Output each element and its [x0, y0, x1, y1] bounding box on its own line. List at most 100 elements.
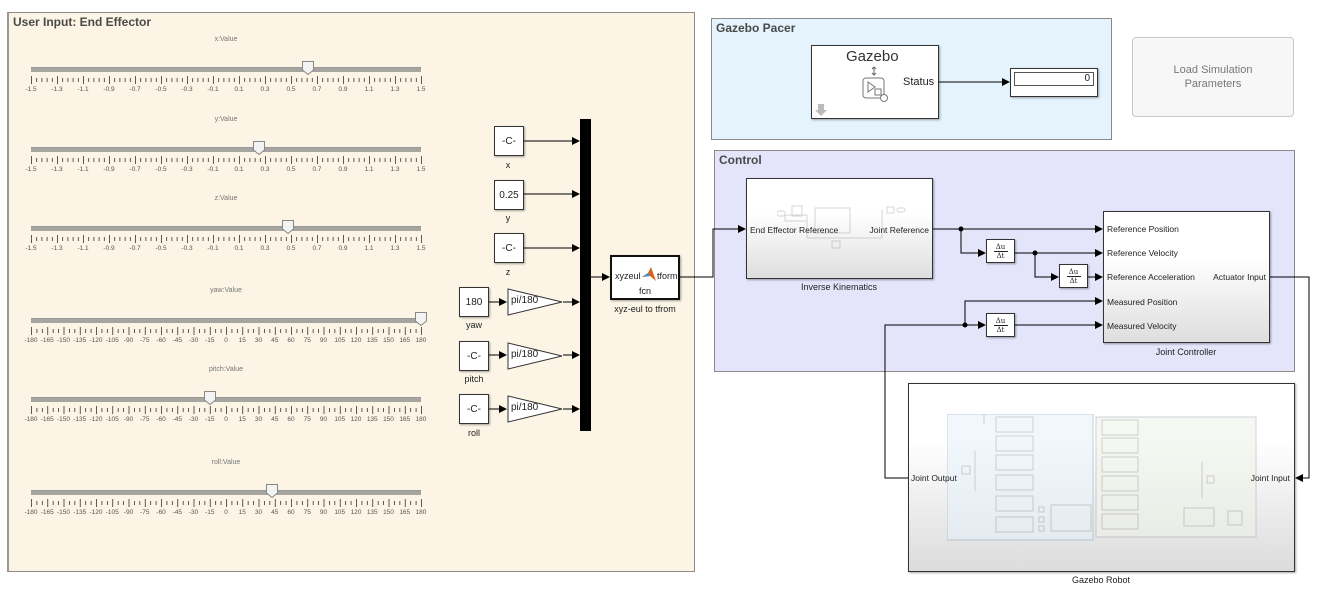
tick-label: -15 [205, 416, 215, 423]
slider-track[interactable] [31, 67, 421, 72]
tick-label: -105 [105, 416, 119, 423]
constant-block-roll[interactable]: -C- [459, 394, 489, 424]
tick-label: 135 [366, 337, 378, 344]
gain-block-roll[interactable]: pi/180 [507, 395, 563, 423]
tick-label: -165 [40, 509, 54, 516]
slider-thumb[interactable] [203, 391, 216, 405]
tick-label: -60 [156, 337, 166, 344]
tick-label: -105 [105, 337, 119, 344]
tick-label: 180 [415, 337, 427, 344]
subsystem-preview-icon [777, 205, 906, 249]
constant-block-y[interactable]: 0.25 [494, 180, 524, 210]
constant-caption: yaw [465, 320, 483, 330]
fcn-name: fcn [639, 286, 652, 296]
tick-label: 60 [287, 416, 295, 423]
status-display-block[interactable]: 0 [1010, 68, 1098, 97]
tick-label: -60 [156, 416, 166, 423]
tick-label: 1.1 [364, 86, 374, 93]
tick-label: 15 [238, 509, 246, 516]
tick-label: -0.7 [129, 245, 141, 252]
tick-label: -0.7 [129, 86, 141, 93]
tick-label: 90 [319, 337, 328, 344]
tick-label: 30 [254, 509, 263, 516]
tick-label: 0.3 [260, 245, 270, 252]
tick-label: -0.9 [103, 245, 115, 252]
gazebo-pacer-icon [862, 66, 888, 102]
jc-caption: Joint Controller [1155, 347, 1217, 357]
tick-label: 45 [271, 509, 279, 516]
slider-thumb[interactable] [415, 312, 427, 326]
slider-thumb[interactable] [252, 141, 265, 155]
constant-block-z[interactable]: -C- [494, 233, 524, 263]
slider-label: z:Value [214, 195, 238, 202]
gazebo-pacer-block[interactable]: Gazebo Status [811, 45, 939, 119]
tick-label: -0.5 [155, 245, 167, 252]
tick-label: 105 [334, 509, 346, 516]
slider-thumb[interactable] [301, 61, 314, 75]
load-button-line1: Load Simulation [1173, 64, 1253, 76]
tick-label: 0.5 [286, 245, 296, 252]
tick-label: 75 [303, 416, 311, 423]
tick-label: -180 [24, 416, 38, 423]
fraction-bar [993, 324, 1008, 326]
mux-block[interactable] [580, 119, 591, 431]
constant-caption: x [505, 160, 511, 170]
tick-label: 120 [350, 509, 362, 516]
tick-label: -90 [123, 416, 134, 423]
tick-label: 0.7 [312, 86, 322, 93]
slider-track[interactable] [31, 490, 421, 495]
tick-label: -1.1 [77, 166, 89, 173]
tick-label: -1.5 [25, 166, 37, 173]
slider-track[interactable] [31, 397, 421, 402]
fraction-bar [993, 250, 1008, 252]
tick-label: -0.3 [181, 166, 193, 173]
slider-ticks [31, 156, 422, 164]
slider-track[interactable] [31, 318, 421, 323]
slider-label: y:Value [214, 116, 238, 123]
constant-block-pitch[interactable]: -C- [459, 341, 489, 371]
constant-block-yaw[interactable]: 180 [459, 287, 489, 317]
gain-block-yaw[interactable]: pi/180 [507, 288, 563, 316]
tick-label: 45 [271, 416, 279, 423]
joint-controller-block[interactable]: Reference Position Reference Velocity Re… [1103, 211, 1270, 343]
constant-value: -C- [502, 242, 516, 254]
slider-track[interactable] [31, 147, 421, 152]
slider-track[interactable] [31, 226, 421, 231]
tick-label: 75 [303, 509, 311, 516]
display-value: 0 [1014, 72, 1094, 86]
tick-label: -75 [140, 337, 150, 344]
tick-label: -60 [156, 509, 166, 516]
tick-label: 150 [383, 416, 394, 423]
matlab-logo-icon [642, 267, 656, 281]
gain-value: pi/180 [511, 349, 539, 360]
tick-label: -0.3 [181, 245, 193, 252]
tick-label: -120 [89, 509, 103, 516]
tick-label: 15 [238, 337, 246, 344]
gazebo-robot-block[interactable]: Joint Output Joint Input [908, 383, 1295, 572]
robot-input-port: Joint Input [1250, 473, 1290, 483]
constant-block-x[interactable]: -C- [494, 126, 524, 156]
slider-ticks [31, 235, 422, 243]
matlab-function-block[interactable]: xyzeul tform fcn [610, 255, 680, 300]
ik-input-port: End Effector Reference [750, 225, 839, 235]
tick-label: 135 [366, 509, 378, 516]
tick-label: -150 [56, 509, 71, 516]
tick-label: -120 [89, 416, 103, 423]
tick-label: 1.1 [364, 245, 374, 252]
tick-label: 150 [383, 509, 394, 516]
tick-label: -180 [24, 337, 38, 344]
gain-triangle-icon [507, 288, 563, 316]
inverse-kinematics-block[interactable]: End Effector Reference Joint Reference [746, 178, 933, 279]
subsystem-preview-icon [947, 414, 1257, 541]
tick-label: -1.3 [51, 245, 63, 252]
slider-thumb[interactable] [282, 220, 295, 234]
tick-label: -0.5 [155, 166, 167, 173]
slider-thumb[interactable] [265, 484, 278, 498]
robot-output-port: Joint Output [911, 473, 957, 483]
tick-label: 120 [350, 337, 362, 344]
gain-block-pitch[interactable]: pi/180 [507, 342, 563, 370]
